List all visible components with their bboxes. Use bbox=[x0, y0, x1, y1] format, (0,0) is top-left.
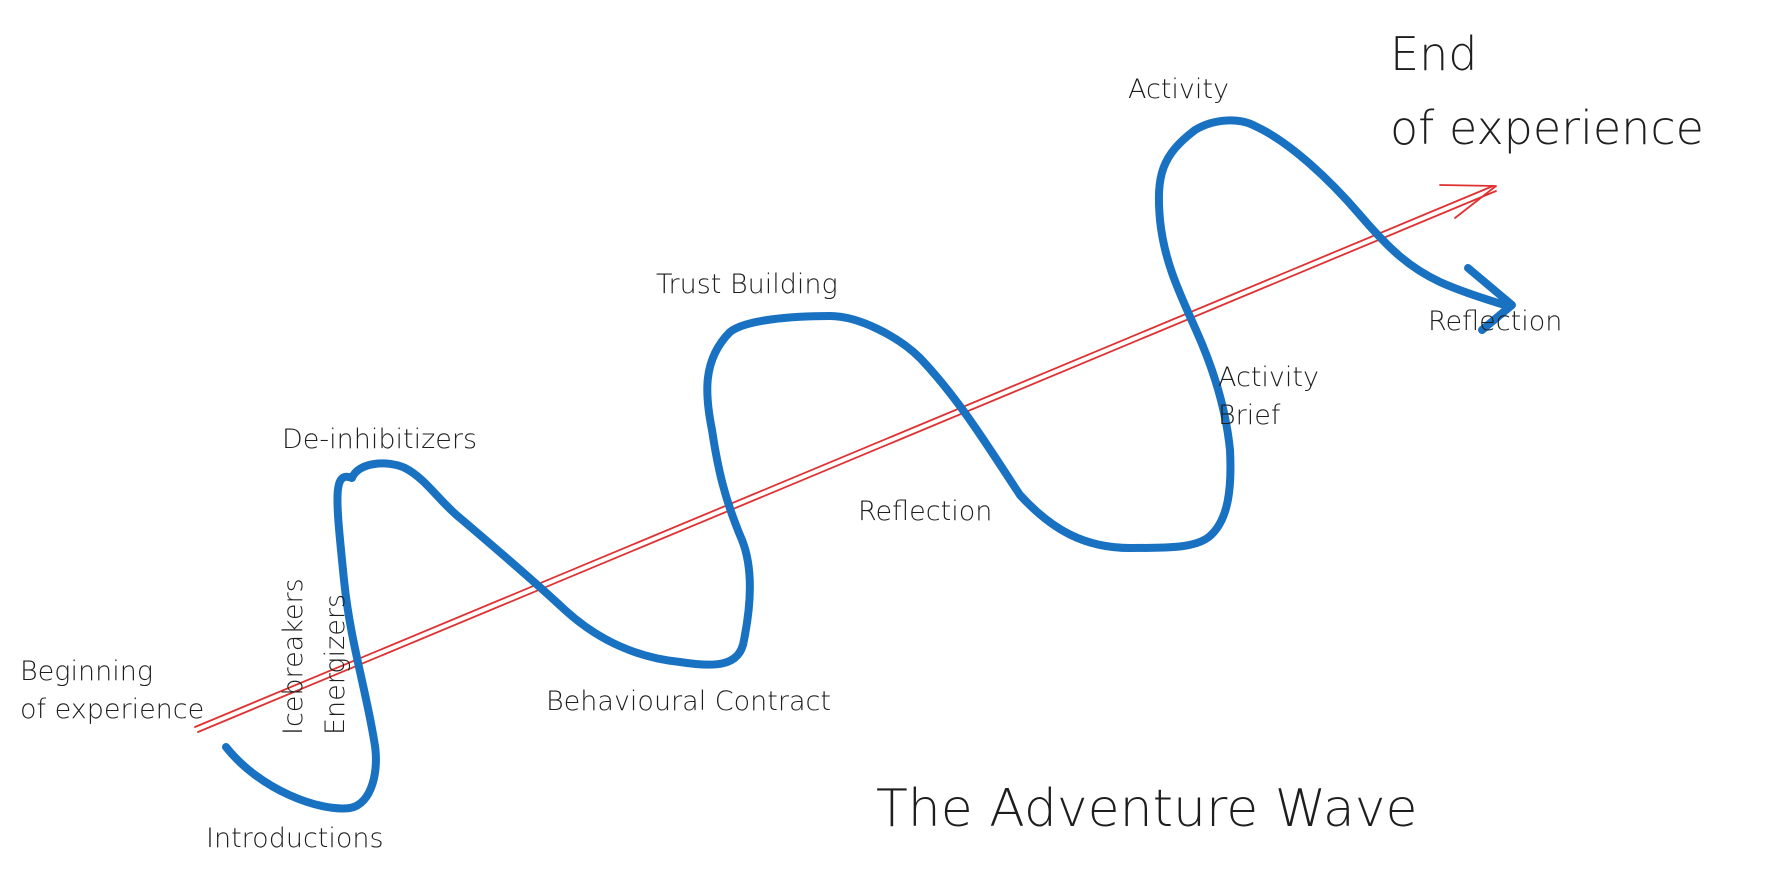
diagram-title: The Adventure Wave bbox=[876, 779, 1417, 839]
introductions-label: Introductions bbox=[206, 823, 384, 854]
beginning-label-line-2: of experience bbox=[20, 694, 204, 725]
activity-label: Activity bbox=[1128, 74, 1229, 105]
icebreakers-label: Icebreakers bbox=[278, 578, 309, 735]
reflection-label-1: Reflection bbox=[858, 496, 992, 527]
activity-brief-label-line-1: Activity bbox=[1218, 362, 1319, 393]
wave-arrowhead-icon bbox=[1464, 264, 1516, 334]
progression-arrow-line-upper bbox=[194, 185, 1494, 728]
beginning-label-line-1: Beginning bbox=[20, 656, 153, 687]
activity-brief-label-line-2: Brief bbox=[1218, 400, 1281, 431]
end-label-line-2: of experience bbox=[1390, 101, 1704, 155]
de-inhibitizers-label: De-inhibitizers bbox=[282, 424, 477, 455]
behavioural-contract-label: Behavioural Contract bbox=[546, 686, 831, 717]
progression-arrow-line-lower bbox=[197, 190, 1497, 733]
reflection-label-2: Reflection bbox=[1428, 306, 1562, 337]
end-label-line-1: End bbox=[1390, 27, 1477, 81]
trust-building-label: Trust Building bbox=[656, 269, 838, 300]
energizers-label: Energizers bbox=[320, 594, 351, 735]
progression-arrow bbox=[194, 184, 1497, 733]
adventure-wave-curve bbox=[222, 116, 1512, 813]
arrowhead-icon bbox=[1439, 184, 1497, 219]
